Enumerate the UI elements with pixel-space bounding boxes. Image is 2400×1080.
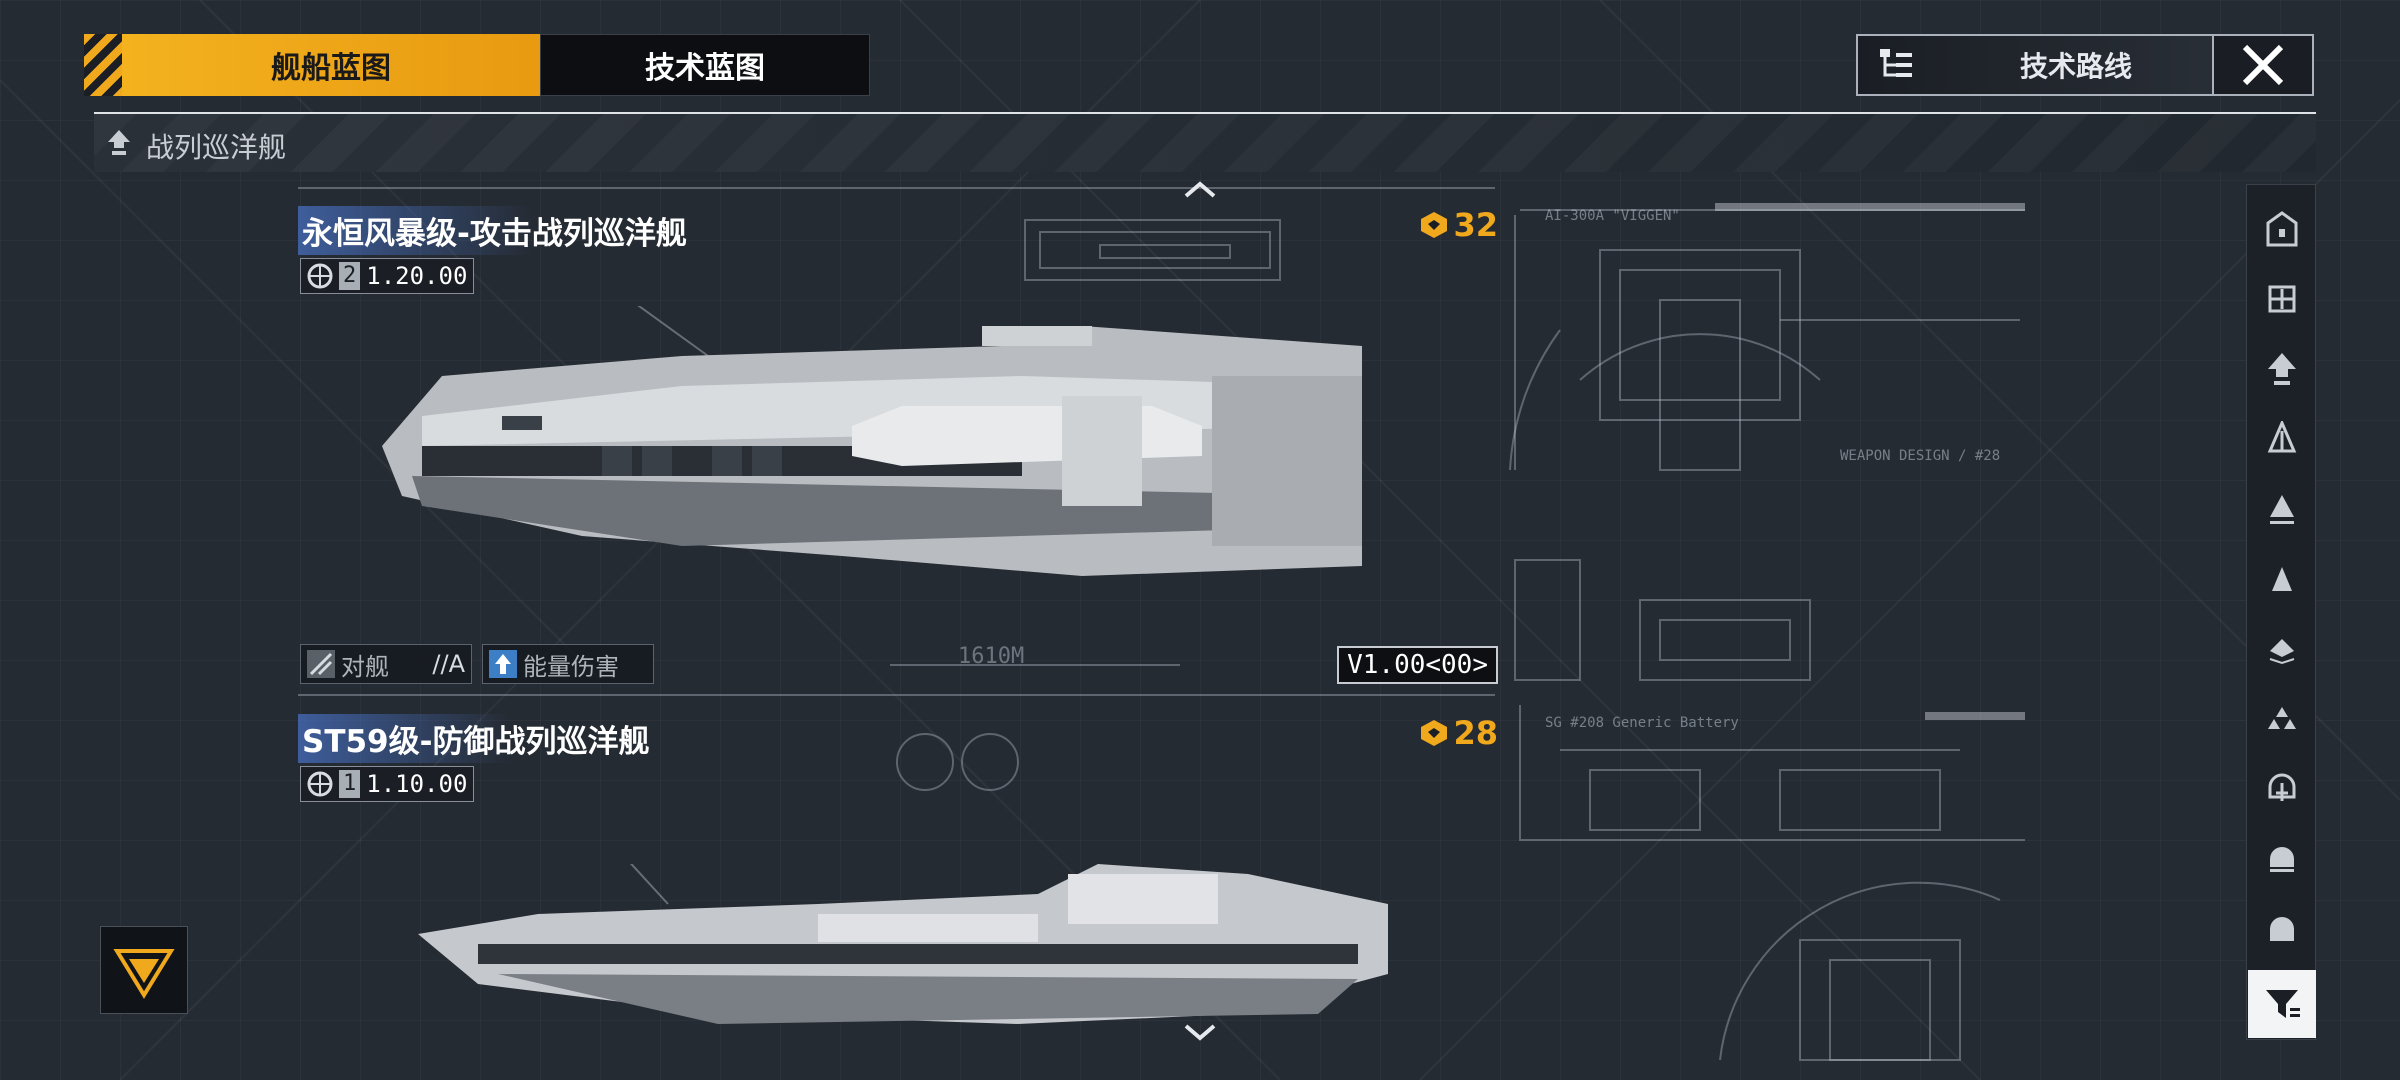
ship-role-grade: //A (432, 650, 465, 678)
sidebar-item-frigate[interactable] (2258, 555, 2306, 603)
ship-role-chip: 对舰 //A (300, 644, 472, 684)
header-stripes (94, 114, 2316, 172)
sidebar-frigate-icon (2272, 567, 2292, 591)
sidebar-item-utility[interactable] (2258, 835, 2306, 883)
ship-cost: 28 (1419, 714, 1498, 752)
ship-name: ST59级-防御战列巡洋舰 (298, 714, 654, 763)
tab-ship-blueprints[interactable]: 舰船蓝图 (122, 34, 540, 96)
sidebar-item-station[interactable] (2258, 205, 2306, 253)
sidebar-filter-icon (2266, 990, 2300, 1018)
ship-cost-value: 28 (1453, 714, 1498, 752)
ship-class-icon (108, 130, 130, 155)
ship-image (382, 306, 1362, 576)
tech-route-label: 技术路线 (2019, 50, 2132, 83)
sidebar-item-destroyer[interactable] (2258, 485, 2306, 533)
home-icon (113, 949, 175, 999)
ship-class-sidebar (2246, 184, 2316, 1040)
sidebar-item-support[interactable] (2258, 765, 2306, 813)
ship-cost-value: 32 (1453, 206, 1498, 244)
blueprint-version: V1.00<00> (1337, 646, 1498, 684)
cost-icon (1421, 212, 1448, 238)
sidebar-other-icon (2270, 917, 2294, 941)
route-icon (1880, 49, 1912, 77)
sidebar-battlecruiser-icon (2268, 353, 2296, 385)
tab-tech-blueprints[interactable]: 技术蓝图 (540, 34, 870, 96)
globe-icon (307, 771, 333, 797)
tab-stripe-decoration (84, 34, 122, 96)
tab-ship-blueprints-label: 舰船蓝图 (271, 51, 391, 86)
sidebar-corvette-icon (2269, 639, 2295, 665)
sidebar-item-other[interactable] (2258, 905, 2306, 953)
cost-icon (1421, 720, 1448, 746)
sidebar-utility-icon (2270, 847, 2294, 872)
sidebar-support-icon (2268, 773, 2296, 801)
sidebar-item-cruiser[interactable] (2258, 415, 2306, 463)
blueprint-label-a: AI-300A "VIGGEN" (1545, 208, 1680, 224)
ship-version: 1.10.00 (366, 770, 468, 798)
sidebar-item-fighter[interactable] (2258, 695, 2306, 743)
ship-damage-label: 能量伤害 (523, 652, 619, 681)
ship-image (418, 864, 1388, 1024)
ship-name: 永恒风暴级-攻击战列巡洋舰 (298, 206, 691, 255)
sidebar-cruiser-icon (2267, 421, 2297, 453)
sidebar-item-battlecruiser[interactable] (2258, 345, 2306, 393)
ship-tier: 2 (339, 262, 361, 290)
blueprint-label-c: WEAPON DESIGN / #28 (1840, 448, 2000, 464)
ship-cost: 32 (1419, 206, 1498, 244)
ship-role-label: 对舰 (341, 652, 389, 681)
category-title: 战列巡洋舰 (146, 131, 287, 164)
ship-tier: 1 (339, 770, 361, 798)
ship-length: 1610M (958, 644, 1025, 669)
sidebar-item-carrier[interactable] (2258, 275, 2306, 323)
globe-icon (307, 263, 333, 289)
energy-icon (489, 650, 517, 678)
sidebar-station-icon (2266, 211, 2298, 247)
ship-version: 1.20.00 (366, 262, 468, 290)
category-header: 战列巡洋舰 (94, 112, 2316, 172)
tab-tech-blueprints-label: 技术蓝图 (645, 51, 765, 86)
sidebar-fighter-icon (2268, 707, 2296, 729)
ship-version-tag: 2 1.20.00 (300, 258, 475, 294)
ship-card[interactable]: ST59级-防御战列巡洋舰 1 1.10.00 28 (298, 714, 1498, 1054)
chevron-down-icon[interactable] (1182, 1020, 1218, 1044)
antiship-icon (307, 650, 335, 678)
close-icon (2242, 44, 2284, 86)
close-button[interactable] (2212, 34, 2314, 96)
ship-version-tag: 1 1.10.00 (300, 766, 475, 802)
sidebar-filter-button[interactable] (2248, 970, 2316, 1038)
blueprint-label-b: SG #208 Generic Battery (1545, 715, 1739, 731)
ship-damage-chip: 能量伤害 (482, 644, 654, 684)
sidebar-carrier-icon (2268, 285, 2296, 313)
top-bar: 舰船蓝图 技术蓝图 技术路线 (84, 34, 2314, 96)
chevron-up-icon[interactable] (1182, 178, 1218, 202)
sidebar-item-corvette[interactable] (2258, 625, 2306, 673)
ship-card[interactable]: 永恒风暴级-攻击战列巡洋舰 2 1.20.00 32 (298, 206, 1498, 686)
home-button[interactable] (100, 926, 188, 1014)
sidebar-destroyer-icon (2270, 495, 2294, 524)
